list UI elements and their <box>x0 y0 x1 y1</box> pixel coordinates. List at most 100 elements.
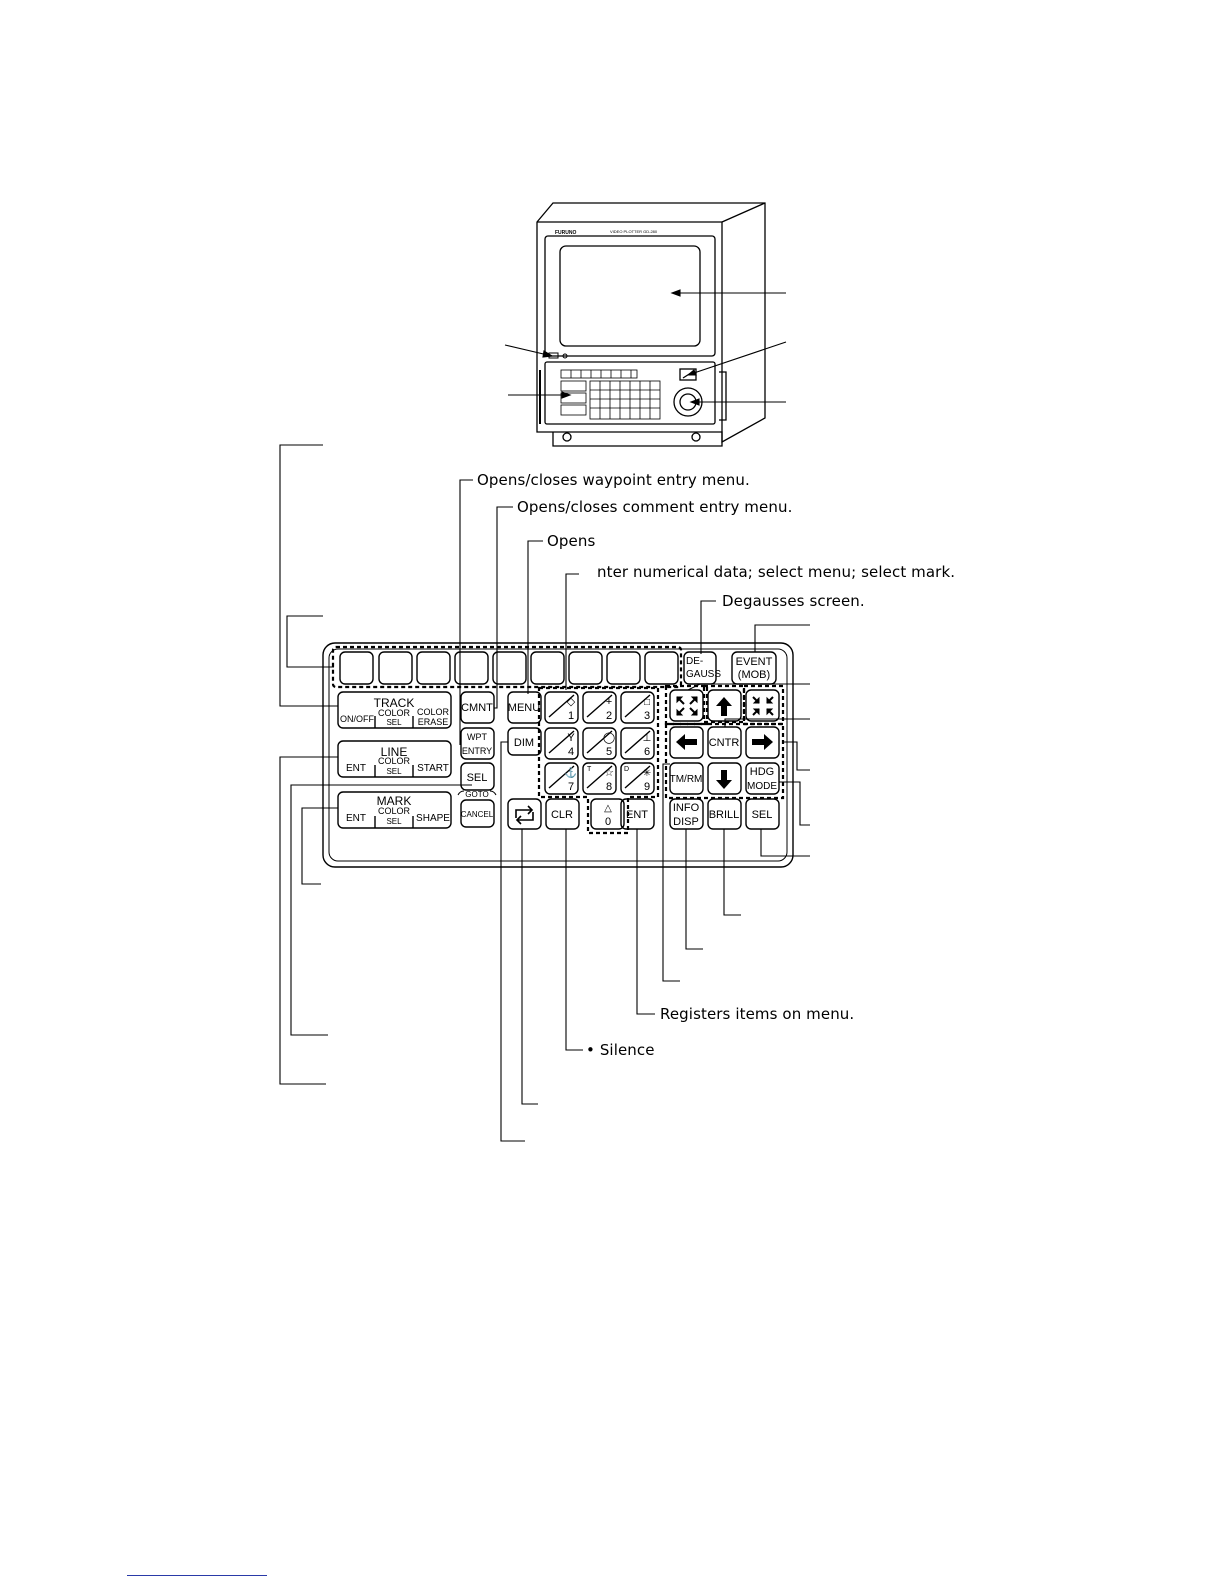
symbol-small-d: D <box>624 766 629 773</box>
right-arrow-key[interactable] <box>745 726 780 759</box>
line-color-sel-key[interactable]: COLOR <box>378 756 411 766</box>
soft-key[interactable] <box>530 651 565 685</box>
sel-left-label: SEL <box>467 772 488 784</box>
mob-label: (MOB) <box>738 669 770 681</box>
down-arrow-key[interactable] <box>707 762 742 795</box>
callout-cmnt: Opens/closes comment entry menu. <box>517 498 793 516</box>
soft-key[interactable] <box>644 651 679 685</box>
digit-key-8[interactable] <box>582 762 617 795</box>
digit-labels: 1 2 3 4 5 6 7 8 9 0 ◇ + □ Y ◯ ⊥ ⚓ ☆ ✳ △ … <box>565 696 652 828</box>
footer-link-underline <box>127 1575 267 1576</box>
track-color-erase-key[interactable]: COLOR <box>417 707 450 717</box>
soft-key[interactable] <box>378 651 413 685</box>
soft-key[interactable] <box>568 651 603 685</box>
digit-6: 6 <box>644 746 650 758</box>
menu-key[interactable] <box>507 691 542 724</box>
right-cluster <box>664 684 785 830</box>
symbol-circle-icon: ◯ <box>603 732 615 744</box>
left-arrow-key[interactable] <box>669 726 704 759</box>
mark-color-sel-key-2[interactable]: SEL <box>386 817 402 826</box>
callout-clr: • Silence <box>586 1041 655 1059</box>
keypad-panel <box>322 642 794 868</box>
sel-left-key[interactable] <box>460 762 495 791</box>
cmnt-label: CMNT <box>461 702 493 714</box>
digit-5: 5 <box>606 746 612 758</box>
disp-label: DISP <box>673 816 699 828</box>
soft-key[interactable] <box>416 651 451 685</box>
digit-0: 0 <box>605 816 611 828</box>
sel-right-label: SEL <box>752 809 773 821</box>
mark-title: MARK <box>377 794 412 808</box>
zoom-out-key[interactable] <box>669 689 704 722</box>
digit-key-6[interactable] <box>620 727 655 760</box>
symbol-triangle-icon: △ <box>604 803 612 814</box>
entry-label: ENTRY <box>462 746 492 756</box>
rotate-key[interactable] <box>507 798 542 830</box>
digit-8: 8 <box>606 781 612 793</box>
track-group <box>337 691 452 729</box>
digit-9: 9 <box>644 781 650 793</box>
monitor-model: VIDEO PLOTTER GD-280 <box>610 229 658 234</box>
symbol-diamond-icon: ◇ <box>567 696 576 708</box>
event-label: EVENT <box>736 656 773 668</box>
hdg-label: HDG <box>750 766 774 778</box>
cancel-key[interactable] <box>460 799 495 828</box>
digit-3: 3 <box>644 710 650 722</box>
digit-key-0[interactable] <box>590 798 625 830</box>
soft-key[interactable] <box>606 651 641 685</box>
track-color-sel-key-2[interactable]: SEL <box>386 718 402 727</box>
digit-key-7[interactable] <box>544 762 579 795</box>
digit-key-2[interactable] <box>582 691 617 724</box>
digit-key-5[interactable] <box>582 727 617 760</box>
track-title: TRACK <box>374 696 415 710</box>
monitor-leaders <box>504 289 787 406</box>
symbol-y-icon: Y <box>567 732 575 744</box>
numeric-keys <box>537 686 660 835</box>
mark-ent-key[interactable]: ENT <box>346 813 366 824</box>
symbol-star-icon: ☆ <box>604 767 614 779</box>
symbol-post-icon: ⊥ <box>643 733 652 744</box>
goto-label: GOTO <box>465 790 488 799</box>
mark-shape-key[interactable]: SHAPE <box>416 813 450 824</box>
track-color-sel-key[interactable]: COLOR <box>378 708 411 718</box>
leader-lines <box>279 444 810 1142</box>
ent-label: ENT <box>626 809 648 821</box>
wpt-label: WPT <box>467 732 487 742</box>
digit-key-9[interactable] <box>620 762 655 795</box>
digit-4: 4 <box>568 746 574 758</box>
soft-key[interactable] <box>339 651 374 685</box>
monitor-unit <box>536 202 766 447</box>
degauss-label-1: DE- <box>686 656 703 667</box>
soft-key[interactable] <box>492 651 527 685</box>
clr-key[interactable] <box>545 798 580 830</box>
hdg-mode-key[interactable] <box>745 762 780 795</box>
line-start-key[interactable]: START <box>417 763 449 774</box>
brill-label: BRILL <box>709 809 740 821</box>
track-color-erase-key-2[interactable]: ERASE <box>418 717 449 727</box>
goto-bracket <box>457 790 497 796</box>
info-label: INFO <box>673 802 700 814</box>
wpt-entry-key[interactable] <box>460 727 495 760</box>
digit-7: 7 <box>568 781 574 793</box>
degauss-label-2: GAUSS <box>686 669 721 680</box>
mode-label: MODE <box>747 781 777 792</box>
line-ent-key[interactable]: ENT <box>346 763 366 774</box>
zoom-in-key[interactable] <box>745 689 780 722</box>
rotate-icon <box>515 805 534 825</box>
tm-rm-key[interactable] <box>669 762 704 795</box>
digit-key-1[interactable] <box>544 691 579 724</box>
callout-wpt: Opens/closes waypoint entry menu. <box>477 471 750 489</box>
soft-key[interactable] <box>454 651 489 685</box>
symbol-plus-icon: + <box>606 696 612 708</box>
clr-label: CLR <box>551 809 573 821</box>
line-color-sel-key-2[interactable]: SEL <box>386 767 402 776</box>
mark-color-sel-key[interactable]: COLOR <box>378 806 411 816</box>
track-onoff-key[interactable]: ON/OFF <box>340 714 374 724</box>
right-arrow-icon <box>752 734 773 750</box>
digit-key-4[interactable] <box>544 727 579 760</box>
digit-key-3[interactable] <box>620 691 655 724</box>
down-arrow-icon <box>716 770 732 789</box>
symbol-square-icon: □ <box>644 697 650 708</box>
arrow-icons <box>676 697 773 789</box>
